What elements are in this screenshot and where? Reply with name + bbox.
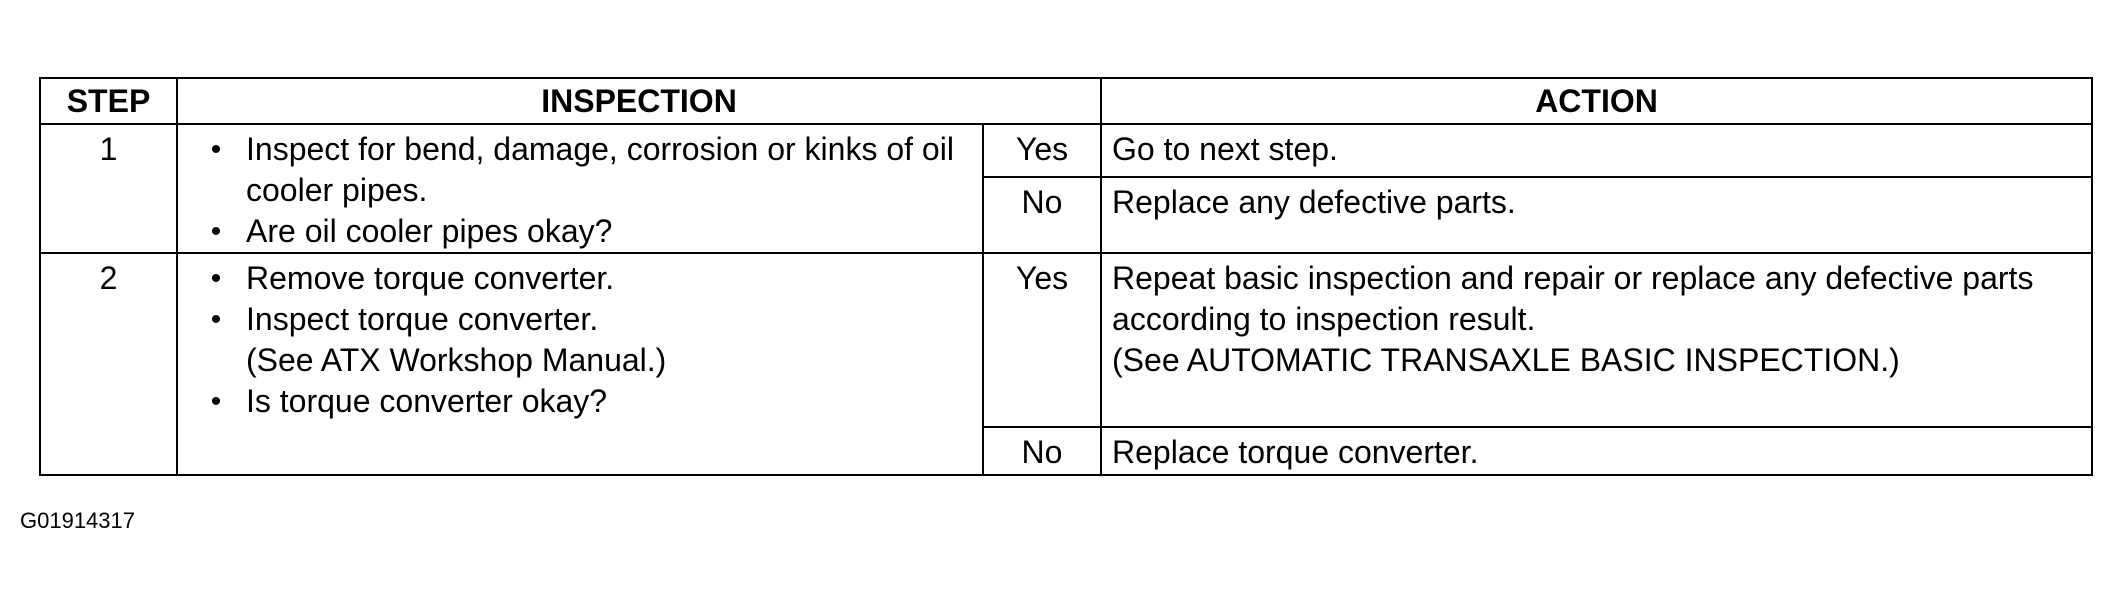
action-text: Replace torque converter.	[1112, 434, 1479, 470]
action-text: Go to next step.	[1112, 131, 1338, 167]
bullet-icon: •	[210, 215, 222, 248]
answer-yes: Yes	[984, 252, 1103, 428]
header-inspection: INSPECTION	[175, 77, 1103, 125]
bullet-icon: •	[210, 303, 222, 336]
inspection-list: • Inspect for bend, damage, corrosion or…	[204, 129, 984, 252]
action-cell: Go to next step.	[1100, 123, 2094, 178]
inspection-text: Remove torque converter.	[246, 260, 615, 296]
bullet-icon: •	[210, 262, 222, 295]
inspection-note: (See ATX Workshop Manual.)	[246, 342, 667, 378]
table-row: 2 • Remove torque converter. • Inspect t…	[39, 252, 2094, 476]
inspection-cell: • Remove torque converter. • Inspect tor…	[176, 252, 985, 476]
answer-no: No	[984, 175, 1103, 255]
inspection-text: Inspect torque converter.	[246, 301, 599, 337]
inspection-text: Are oil cooler pipes okay?	[246, 213, 613, 249]
action-cell: Repeat basic inspection and repair or re…	[1100, 252, 2094, 428]
step-number: 2	[39, 252, 178, 476]
list-item: • Inspect torque converter. (See ATX Wor…	[204, 299, 984, 381]
list-item: • Is torque converter okay?	[204, 381, 984, 422]
table-row: No Replace torque converter.	[40, 426, 2094, 476]
table-row: No Replace any defective parts.	[40, 175, 2094, 255]
table-header-row: STEP INSPECTION ACTION	[39, 77, 2094, 125]
inspection-text: Is torque converter okay?	[246, 383, 608, 419]
answer-no: No	[984, 426, 1103, 476]
list-item: • Remove torque converter.	[204, 258, 984, 299]
step-number: 1	[39, 123, 178, 254]
bullet-icon: •	[210, 385, 222, 418]
action-note: (See AUTOMATIC TRANSAXLE BASIC INSPECTIO…	[1112, 342, 1900, 378]
inspection-text: Inspect for bend, damage, corrosion or k…	[246, 131, 954, 208]
list-item: • Inspect for bend, damage, corrosion or…	[204, 129, 984, 211]
diagnostic-table: STEP INSPECTION ACTION 1 • Inspect for b…	[39, 77, 2094, 476]
action-text: Replace any defective parts.	[1112, 183, 1516, 220]
action-cell: Replace any defective parts.	[1100, 175, 2094, 255]
inspection-list: • Remove torque converter. • Inspect tor…	[204, 258, 984, 422]
action-cell: Replace torque converter.	[1100, 426, 2094, 476]
answer-yes: Yes	[984, 123, 1103, 178]
list-item: • Are oil cooler pipes okay?	[204, 211, 984, 252]
inspection-cell: • Inspect for bend, damage, corrosion or…	[176, 123, 985, 254]
header-action: ACTION	[1100, 77, 2094, 125]
figure-code: G01914317	[20, 508, 135, 533]
action-text: Repeat basic inspection and repair or re…	[1112, 260, 2034, 337]
table-row: 1 • Inspect for bend, damage, corrosion …	[39, 123, 2094, 254]
bullet-icon: •	[210, 133, 222, 166]
header-step: STEP	[39, 77, 178, 125]
